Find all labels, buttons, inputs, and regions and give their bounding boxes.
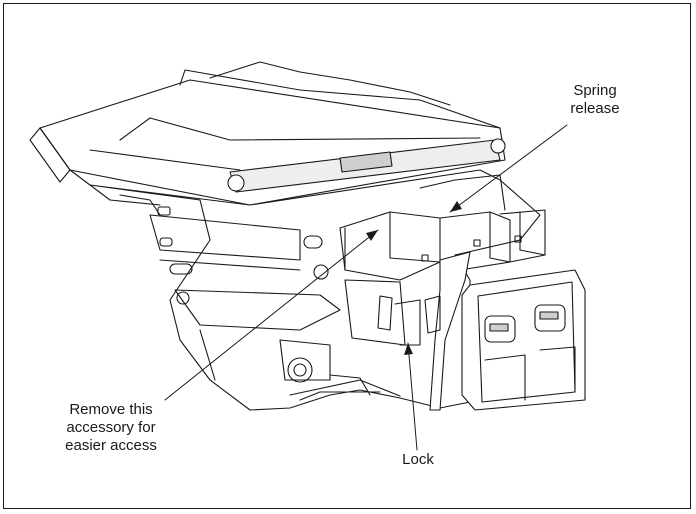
lock-leader [407,342,418,451]
callout-remove-line1: Remove this [69,401,153,418]
callout-spring-release: Spring release [550,82,640,118]
end-knob-left [227,174,245,192]
end-knob-right [490,138,506,154]
callout-spring-release-line1: Spring [573,82,617,99]
spring-release-leader [449,124,568,213]
arrowhead-remove [366,230,378,241]
remove-accessory-leader [164,229,379,401]
leader-lines [164,124,568,451]
callout-remove-line3: easier access [65,437,157,454]
callout-spring-release-line2: release [570,100,620,117]
perforated-cover [229,139,501,193]
callout-lock: Lock [402,451,434,468]
callout-remove-accessory: Remove this accessory for easier access [36,401,186,455]
left-frame-details [69,169,506,216]
callout-remove-line2: accessory for [66,419,156,436]
accessory-modules [339,209,546,346]
front-cover-plate [461,269,586,411]
lock-slider [424,251,471,411]
arrowhead-lock [404,343,413,355]
arrowhead-spring [450,201,462,212]
